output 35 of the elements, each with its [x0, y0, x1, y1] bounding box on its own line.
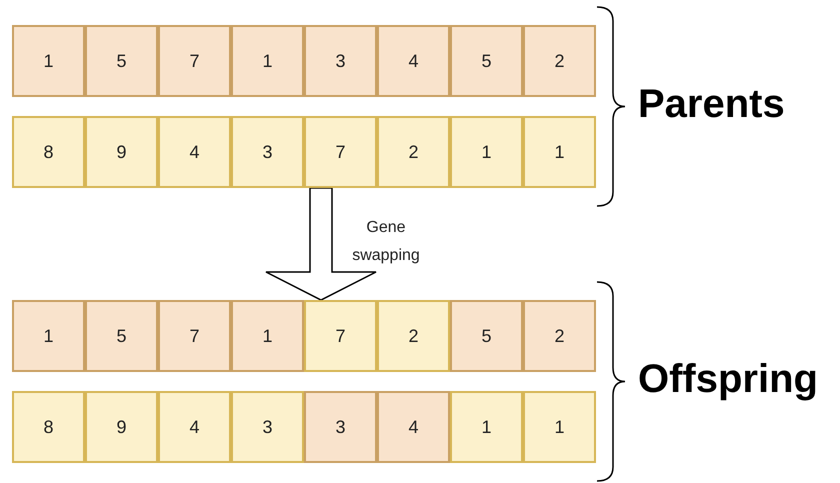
gene-cell: 4	[158, 116, 231, 188]
gene-cell: 3	[304, 391, 377, 463]
gene-cell: 4	[158, 391, 231, 463]
gene-cell: 1	[450, 391, 523, 463]
gene-cell: 1	[12, 25, 85, 97]
gene-cell: 3	[231, 116, 304, 188]
gene-cell: 2	[377, 300, 450, 372]
gene-cell: 7	[158, 300, 231, 372]
group-heading: Parents	[638, 82, 785, 127]
gene-cell: 7	[158, 25, 231, 97]
gene-cell: 1	[12, 300, 85, 372]
gene-cell: 8	[12, 391, 85, 463]
gene-cell: 7	[304, 300, 377, 372]
gene-cell: 7	[304, 116, 377, 188]
gene-cell: 1	[231, 300, 304, 372]
gene-cell: 2	[377, 116, 450, 188]
gene-cell: 3	[304, 25, 377, 97]
gene-cell: 2	[523, 300, 596, 372]
gene-cell: 4	[377, 25, 450, 97]
gene-cell: 9	[85, 116, 158, 188]
gene-cell: 1	[523, 116, 596, 188]
group-heading: Offspring	[638, 357, 818, 402]
block-arrow	[265, 187, 377, 301]
gene-cell: 2	[523, 25, 596, 97]
gene-cell: 5	[85, 25, 158, 97]
gene-cell: 1	[450, 116, 523, 188]
gene-cell: 5	[85, 300, 158, 372]
gene-cell: 9	[85, 391, 158, 463]
gene-cell: 3	[231, 391, 304, 463]
gene-cell: 5	[450, 300, 523, 372]
gene-cell: 8	[12, 116, 85, 188]
gene-cell: 5	[450, 25, 523, 97]
gene-cell: 1	[523, 391, 596, 463]
gene-cell: 4	[377, 391, 450, 463]
gene-cell: 1	[231, 25, 304, 97]
